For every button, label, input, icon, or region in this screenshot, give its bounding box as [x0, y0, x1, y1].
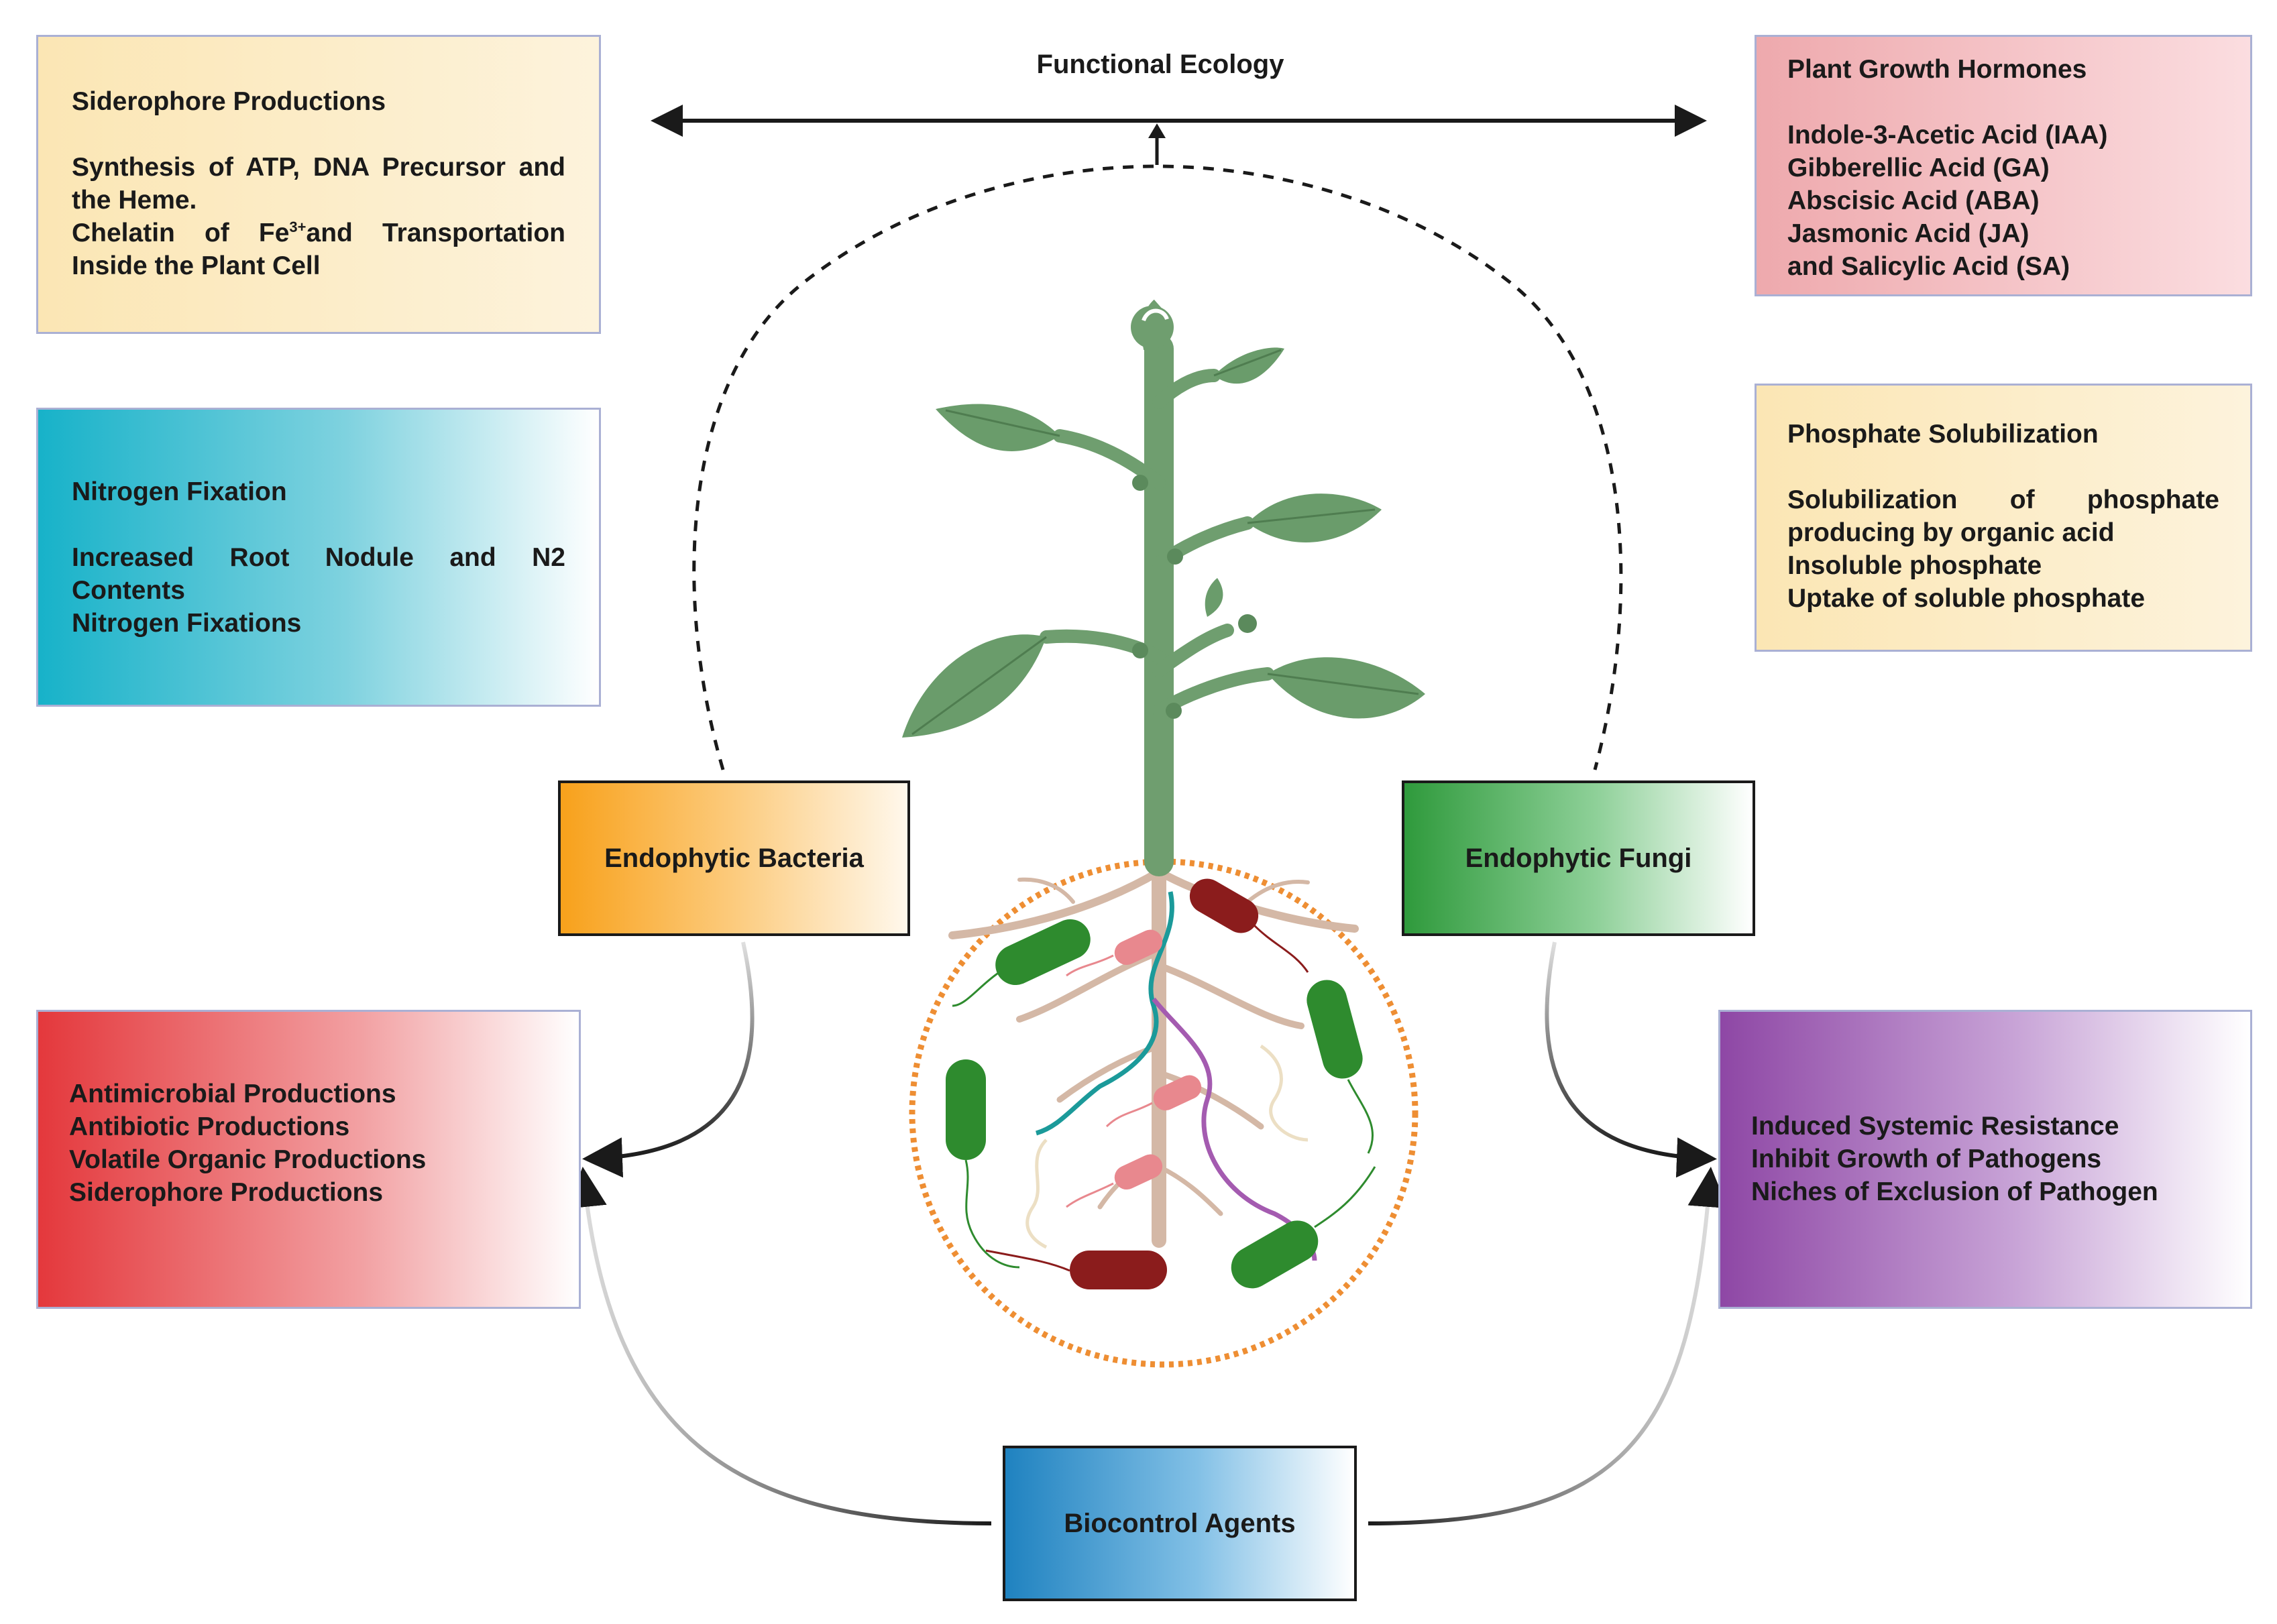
siderophore-title: Siderophore Productions: [72, 87, 386, 116]
nitrogen-fixation-box: Nitrogen Fixation Increased Root Nodule …: [36, 408, 601, 707]
siderophore-line-3: Chelatin of Fe3+and Transportation: [72, 219, 565, 247]
antimicrobial-box: Antimicrobial Productions Antibiotic Pro…: [36, 1010, 581, 1309]
phosphate-line-4: Uptake of soluble phosphate: [1787, 584, 2146, 613]
functional-ecology-title: Functional Ecology: [1036, 50, 1284, 79]
phosphate-solubilization-box: Phosphate Solubilization Solubilization …: [1755, 384, 2252, 652]
siderophore-line-1: Synthesis of ATP, DNA Precursor and: [72, 153, 565, 182]
nitrogen-line-2: Contents: [72, 576, 185, 605]
microbes-illustration: [946, 878, 1376, 1289]
plant-illustration: [902, 299, 1425, 1248]
siderophore-box: Siderophore Productions Synthesis of ATP…: [36, 35, 601, 334]
antimicrobial-item: Antibiotic Productions: [69, 1112, 350, 1141]
functional-ecology-arrow: [651, 105, 1707, 165]
hormone-item: Indole-3-Acetic Acid (IAA): [1787, 121, 2108, 150]
nitrogen-line-1: Increased Root Nodule and N2: [72, 543, 565, 572]
antimicrobial-item: Siderophore Productions: [69, 1178, 384, 1207]
nitrogen-title: Nitrogen Fixation: [72, 477, 287, 506]
resistance-item: Induced Systemic Resistance: [1751, 1112, 2119, 1141]
phosphate-line-1: Solubilization of phosphate: [1787, 485, 2219, 514]
biocontrol-agents-label: Biocontrol Agents: [1003, 1446, 1357, 1601]
phosphate-title: Phosphate Solubilization: [1787, 420, 2099, 449]
nitrogen-line-3: Nitrogen Fixations: [72, 609, 302, 638]
endophytic-bacteria-label: Endophytic Bacteria: [558, 780, 910, 936]
endophytic-fungi-label: Endophytic Fungi: [1402, 780, 1755, 936]
antimicrobial-item: Antimicrobial Productions: [69, 1080, 396, 1108]
hormones-title: Plant Growth Hormones: [1787, 55, 2087, 84]
resistance-item: Inhibit Growth of Pathogens: [1751, 1145, 2102, 1173]
hormone-item: Jasmonic Acid (JA): [1787, 219, 2030, 248]
hormone-item: Gibberellic Acid (GA): [1787, 154, 2050, 182]
antimicrobial-item: Volatile Organic Productions: [69, 1145, 427, 1174]
siderophore-line-2: the Heme.: [72, 186, 197, 215]
phosphate-line-3: Insoluble phosphate: [1787, 551, 2042, 580]
phosphate-line-2: producing by organic acid: [1787, 518, 2115, 547]
dashed-arc: [692, 164, 1623, 770]
resistance-item: Niches of Exclusion of Pathogen: [1751, 1177, 2158, 1206]
siderophore-line-4: Inside the Plant Cell: [72, 251, 321, 280]
hormone-item: and Salicylic Acid (SA): [1787, 252, 2070, 281]
plant-growth-hormones-box: Plant Growth Hormones Indole-3-Acetic Ac…: [1755, 35, 2252, 296]
induced-resistance-box: Induced Systemic Resistance Inhibit Grow…: [1718, 1010, 2252, 1309]
connector-arrows: [566, 941, 1728, 1525]
hormone-item: Abscisic Acid (ABA): [1787, 186, 2040, 215]
